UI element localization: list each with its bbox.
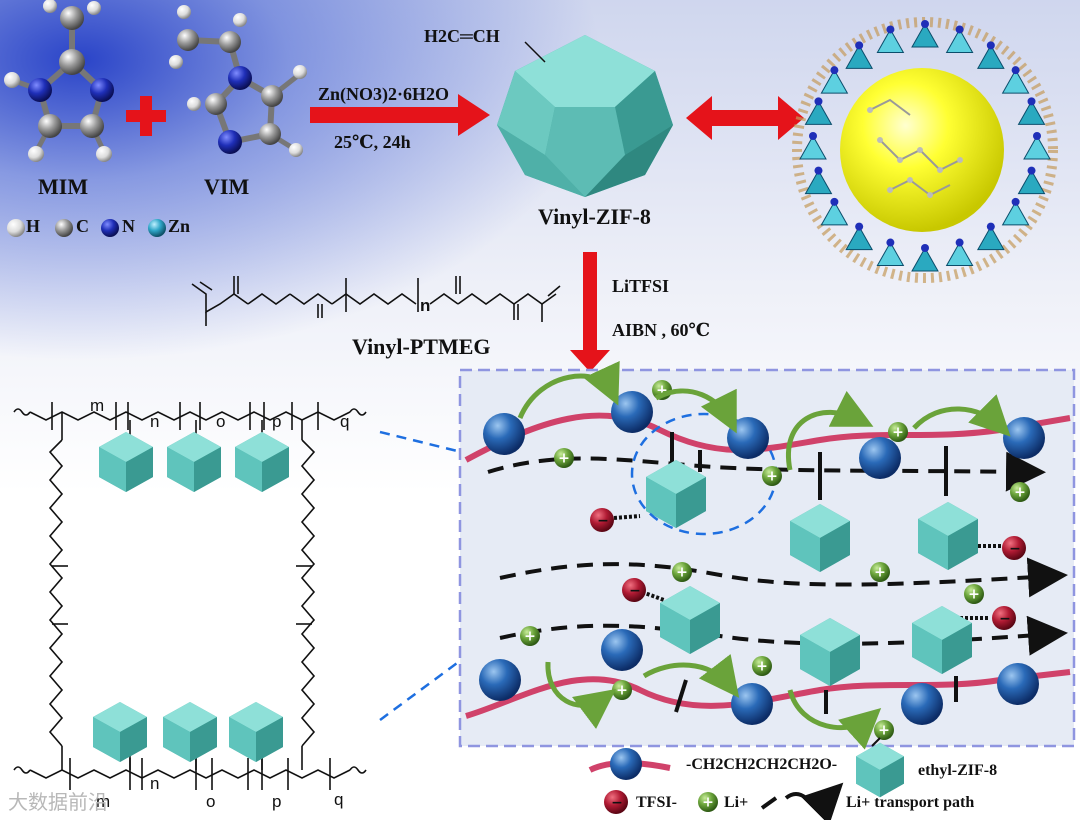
n-atom <box>855 223 863 231</box>
n-atom <box>956 239 964 247</box>
legend-n: N <box>122 216 135 237</box>
ptmeg-repeat-n: n <box>420 296 430 316</box>
legend-h: H <box>26 216 40 237</box>
top-sub-n: n <box>150 412 159 432</box>
vinyl-zif8-crystal <box>497 35 673 197</box>
legend-chain-label: -CH2CH2CH2CH2O- <box>686 756 837 774</box>
network-zif-2 <box>167 432 221 492</box>
network-zif-6 <box>229 702 283 762</box>
n-atom <box>809 132 817 140</box>
bottom-sub-n: n <box>150 774 159 794</box>
bottom-sub-p: p <box>272 792 281 812</box>
legend-zif-label: ethyl-ZIF-8 <box>918 762 997 780</box>
down-arrow <box>570 252 610 372</box>
n-atom <box>1012 198 1020 206</box>
bottom-sub-o: o <box>206 792 215 812</box>
initiator-label: AIBN , 60℃ <box>612 320 710 341</box>
conditions-label: 25℃, 24h <box>334 132 411 153</box>
n-atom <box>956 25 964 33</box>
n-atom <box>1033 132 1041 140</box>
n-atom <box>886 239 894 247</box>
reagent-label: Zn(NO3)2·6H2O <box>318 84 449 105</box>
network-zif-4 <box>93 702 147 762</box>
top-sub-q: q <box>340 412 349 432</box>
top-sub-m: m <box>90 396 104 416</box>
n-atom <box>1028 167 1036 175</box>
n-atom <box>830 66 838 74</box>
zif-framework-model <box>797 20 1053 278</box>
n-atom <box>987 41 995 49</box>
bottom-sub-q: q <box>334 790 343 810</box>
mim-molecule <box>4 0 114 162</box>
legend-zn: Zn <box>168 216 190 237</box>
product-label: Vinyl-ZIF-8 <box>538 204 651 230</box>
legend-cation-label: Li+ <box>724 794 748 812</box>
plus-sign <box>126 96 166 136</box>
n-atom <box>987 223 995 231</box>
mechanism-panel <box>460 370 1074 746</box>
n-atom <box>921 244 929 252</box>
n-atom <box>814 97 822 105</box>
vinyl-ptmeg-structure <box>192 276 560 326</box>
vim-label: VIM <box>204 174 249 200</box>
n-atom <box>1012 66 1020 74</box>
mim-label: MIM <box>38 174 88 200</box>
n-atom <box>830 198 838 206</box>
vinyl-group-label: H2C═CH <box>424 26 500 47</box>
network-zif-1 <box>99 432 153 492</box>
n-atom <box>1028 97 1036 105</box>
legend-path-label: Li+ transport path <box>846 794 974 812</box>
top-sub-o: o <box>216 412 225 432</box>
vinyl-pointer-line <box>525 42 545 62</box>
n-atom <box>855 41 863 49</box>
vim-molecule <box>169 5 307 157</box>
double-arrow <box>686 96 804 140</box>
network-zif-3 <box>235 432 289 492</box>
legend-anion-label: TFSI- <box>636 794 677 812</box>
legend-c: C <box>76 216 89 237</box>
watermark: 大数据前沿 <box>8 786 108 815</box>
top-sub-p: p <box>272 412 281 432</box>
n-atom <box>921 20 929 28</box>
n-atom <box>886 25 894 33</box>
salt-label: LiTFSI <box>612 276 669 297</box>
n-atom <box>814 167 822 175</box>
crosslinker-label: Vinyl-PTMEG <box>352 334 491 360</box>
network-zif-5 <box>163 702 217 762</box>
